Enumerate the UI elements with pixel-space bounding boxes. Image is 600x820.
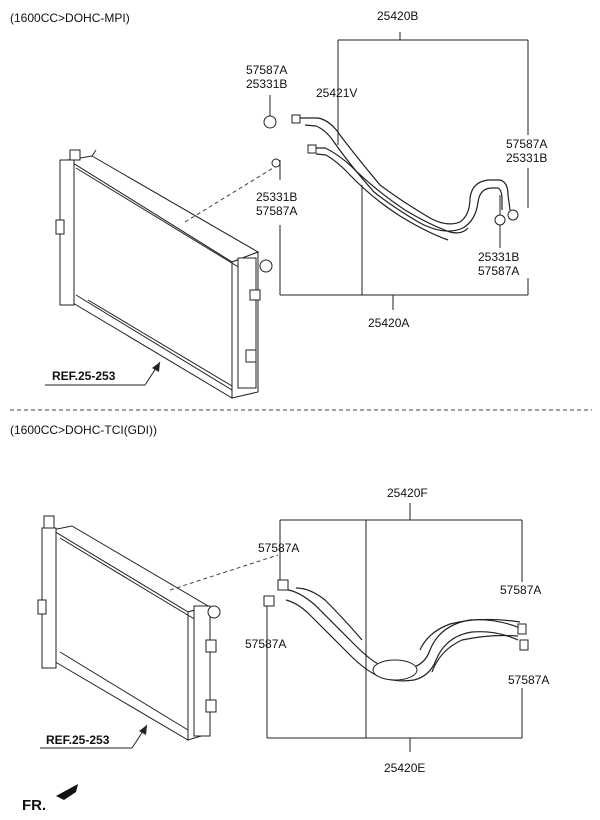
label-clamp-b1: 25331B	[246, 77, 287, 91]
label-assembly-lower-top: 25420A	[368, 316, 409, 330]
label-clamp-b2: 25331B	[256, 190, 297, 204]
label-clamp-4: 57587A	[508, 673, 549, 687]
label-hose-upper: 25421V	[316, 86, 357, 100]
connector-dash-bottom	[169, 554, 279, 591]
ref-label-bottom: REF.25-253	[46, 733, 110, 747]
label-clamp-b4: 25331B	[478, 250, 519, 264]
label-clamp-b3: 25331B	[506, 151, 547, 165]
hose-assembly-bottom	[263, 579, 529, 682]
label-clamp-a2: 57587A	[256, 204, 297, 218]
ref-callout-bottom	[40, 724, 148, 749]
label-clamp-1: 57587A	[258, 541, 299, 555]
label-clamp-a3: 57587A	[506, 137, 547, 151]
label-clamp-3: 57587A	[245, 637, 286, 651]
direction-label: FR.	[22, 797, 46, 814]
label-clamp-a1: 57587A	[246, 63, 287, 77]
ref-label-top: REF.25-253	[52, 369, 116, 383]
label-clamp-a4: 57587A	[478, 264, 519, 278]
variant-label-top: (1600CC>DOHC-MPI)	[10, 11, 130, 25]
variant-label-bottom: (1600CC>DOHC-TCI(GDI))	[10, 423, 157, 437]
radiator-bottom	[37, 515, 221, 741]
label-assembly-lower-bottom: 25420E	[384, 761, 425, 775]
label-assembly-bottom: 25420F	[387, 486, 428, 500]
label-assembly-top: 25420B	[377, 9, 418, 23]
ref-callout-top	[45, 361, 161, 386]
radiator-top	[55, 149, 273, 399]
label-clamp-2: 57587A	[500, 583, 541, 597]
leader-lines-bottom	[266, 503, 523, 752]
front-arrow-icon	[56, 784, 78, 800]
hose-assembly-top	[263, 114, 519, 241]
